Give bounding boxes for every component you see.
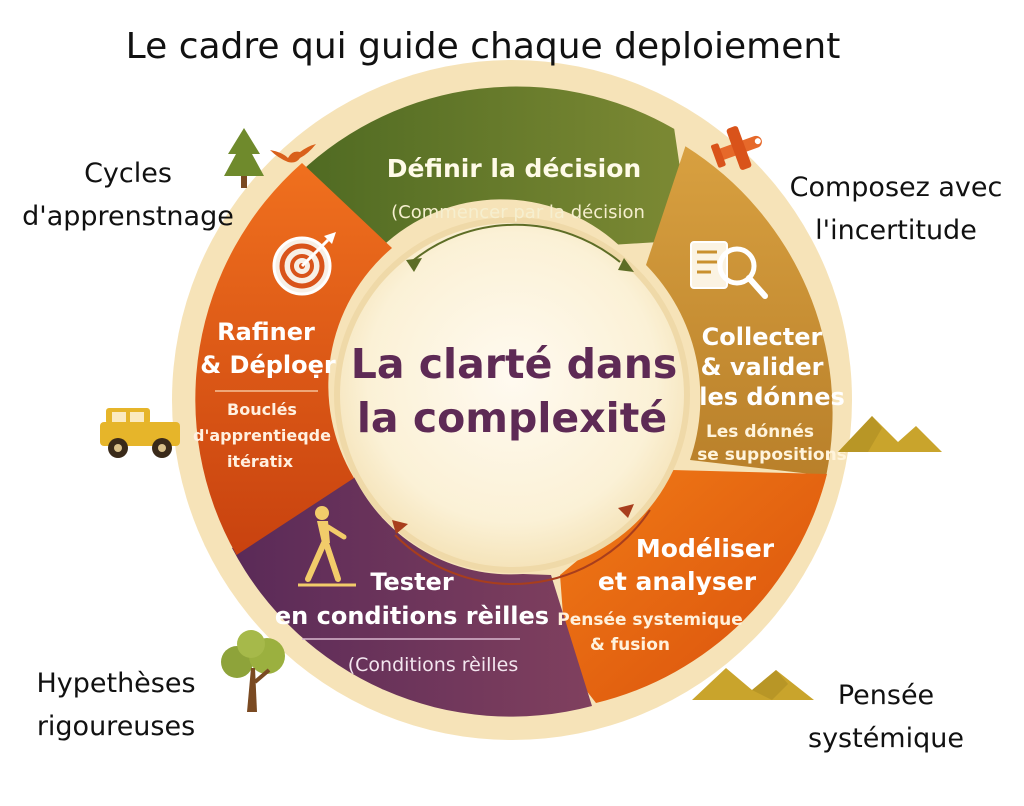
- corner-bottom-left-line1: Hypethèses: [36, 668, 196, 699]
- segment-refine: [195, 163, 392, 555]
- corner-top-left: Cycles d'apprenstnage: [8, 152, 248, 238]
- segment-collect-title2: & valider: [701, 353, 824, 381]
- hills-icon: [692, 668, 814, 700]
- inner-circle: [340, 223, 684, 567]
- page-title: Le cadre qui guide chaque deploiement: [125, 26, 841, 67]
- segment-model-title1: Modéliser: [636, 534, 775, 563]
- segment-collect-title1: Collecter: [702, 323, 823, 351]
- corner-bottom-left-line2: rigoureuses: [36, 711, 196, 742]
- segment-model-sub1: Pensée systemique: [557, 610, 743, 630]
- document-magnifier-icon: [690, 241, 768, 299]
- segment-refine-sub1: Bouclés: [227, 400, 297, 419]
- segment-refine-title1: Rafiner: [217, 318, 315, 346]
- bird-icon: [270, 144, 316, 163]
- segment-model-title2: et analyser: [598, 567, 757, 596]
- corner-bottom-right-line1: Pensée: [837, 680, 935, 711]
- segment-collect: [646, 146, 833, 476]
- airplane-icon: [711, 126, 762, 170]
- segment-collect-sub1: Les dónnés: [706, 422, 814, 442]
- walking-person-icon: [298, 506, 356, 587]
- hills-icon: [838, 416, 942, 452]
- segment-collect-sub2: se suppositions: [697, 445, 847, 465]
- cycle-arrows: [394, 223, 651, 585]
- segment-test-title2: en conditions rèilles: [275, 602, 549, 630]
- corner-bottom-left: Hypethèses rigoureuses: [16, 662, 216, 748]
- segment-define-subtitle: (Commencer par la décision: [391, 202, 645, 223]
- bush-tree-icon: [221, 630, 285, 712]
- corner-bottom-right-line2: systémique: [808, 723, 964, 754]
- corner-top-right: Composez avec l'incertitude: [776, 166, 1016, 252]
- center-title-line2: la complexité: [357, 394, 667, 442]
- arrow-head-bottom-right-icon: [618, 504, 634, 518]
- center-title-line1: La clarté dans: [351, 340, 678, 388]
- segment-collect-title3: les dónnes: [699, 383, 845, 411]
- segment-refine-title2: & Déploẹr: [200, 351, 336, 379]
- segment-refine-sub2: d'apprentieqde: [193, 426, 331, 445]
- segment-test-title1: Tester: [370, 568, 453, 596]
- tree-icon: [224, 128, 264, 188]
- corner-top-left-line2: d'apprenstnage: [22, 201, 234, 232]
- corner-top-right-line1: Composez avec: [789, 172, 1003, 203]
- arrow-head-top-right-icon: [618, 258, 634, 272]
- segment-define-title: Définir la décision: [387, 154, 641, 183]
- arrow-head-top-left-icon: [406, 258, 422, 272]
- arrow-head-bottom-left-icon: [392, 520, 408, 534]
- segment-define: [298, 86, 691, 248]
- target-icon: [272, 232, 336, 296]
- segment-test-subtitle: (Conditions rèilles: [348, 654, 519, 676]
- corner-top-right-line2: l'incertitude: [815, 215, 977, 246]
- corner-top-left-line1: Cycles: [84, 158, 172, 189]
- segment-refine-sub3: itératix: [227, 452, 294, 471]
- segment-model-sub2: & fusion: [590, 635, 670, 655]
- jeep-icon: [100, 408, 180, 458]
- corner-bottom-right: Pensée systémique: [786, 674, 986, 760]
